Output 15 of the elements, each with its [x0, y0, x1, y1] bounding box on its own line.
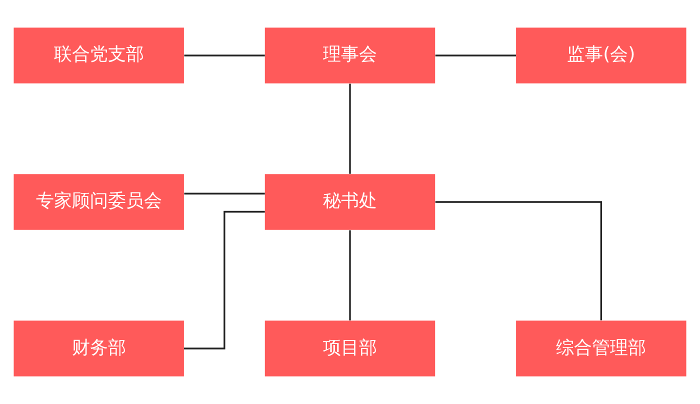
node-box: 专家顾问委员会: [14, 174, 184, 230]
connector: [435, 201, 602, 320]
node-box: 理事会: [264, 28, 436, 84]
node-box: 联合党支部: [14, 28, 184, 84]
node-box: 综合管理部: [516, 320, 686, 376]
connector: [184, 210, 265, 350]
node-box: 秘书处: [264, 174, 436, 230]
connector: [349, 230, 351, 320]
connector: [435, 54, 516, 56]
node-box: 财务部: [14, 320, 184, 376]
connector: [349, 84, 351, 174]
node-box: 监事(会): [516, 28, 686, 84]
connector: [184, 54, 265, 56]
connector: [184, 192, 265, 194]
node-box: 项目部: [264, 320, 436, 376]
